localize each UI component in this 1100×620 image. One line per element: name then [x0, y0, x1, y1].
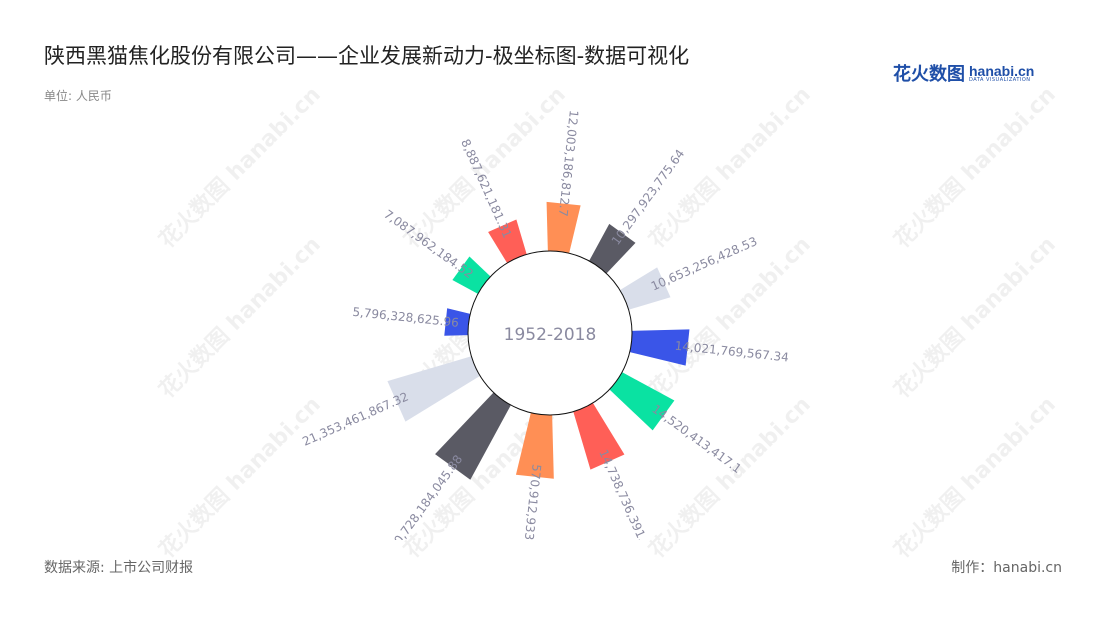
logo-sub: DATA VISUALIZATION	[969, 76, 1031, 83]
data-label: 10,653,256,428.53	[649, 234, 759, 293]
polar-bar-chart: 1952-2018 12,003,186,812.7 10,297,923,775.…	[300, 109, 789, 540]
logo-cn: 花火数图	[893, 64, 965, 85]
data-label: 5,796,328,625.96	[352, 305, 460, 330]
data-label: 10,297,923,775.64	[609, 147, 688, 248]
logo: 花火数图 hanabi.cn DATA VISUALIZATION	[893, 60, 1034, 86]
bar	[589, 223, 636, 274]
data-label: 7,087,962,184.52	[381, 207, 476, 281]
bar	[546, 201, 581, 254]
bar	[619, 267, 671, 310]
data-label: 14,738,736,391.93	[596, 447, 655, 540]
data-label: 20,728,184,045.88	[387, 452, 466, 540]
logo-en: hanabi.cn	[969, 62, 1035, 79]
bar	[488, 219, 527, 264]
data-label: 14,021,769,567.34	[674, 339, 789, 365]
data-label: 14,520,413,417.1	[649, 402, 744, 476]
bar	[387, 356, 481, 422]
page-title: 陕西黑猫焦化股份有限公司——企业发展新动力-极坐标图-数据可视化	[44, 44, 690, 68]
logo-en-wrap: hanabi.cn DATA VISUALIZATION	[969, 64, 1034, 83]
bar	[452, 256, 491, 294]
data-label: 12,003,186,812.7	[556, 109, 581, 217]
bar	[609, 372, 675, 431]
bar	[629, 329, 690, 366]
bar	[573, 402, 625, 470]
data-source: 数据来源: 上市公司财报	[44, 560, 194, 576]
unit-label: 单位: 人民币	[44, 89, 112, 103]
center-circle	[467, 250, 633, 416]
bar	[435, 392, 511, 480]
center-label: 1952-2018	[504, 325, 597, 345]
data-label: 8,887,621,181.31	[458, 137, 514, 240]
bar	[515, 412, 554, 479]
maker-credit: 制作：hanabi.cn	[951, 560, 1062, 576]
bar	[444, 308, 471, 336]
data-label: 21,353,461,867.32	[300, 389, 410, 448]
